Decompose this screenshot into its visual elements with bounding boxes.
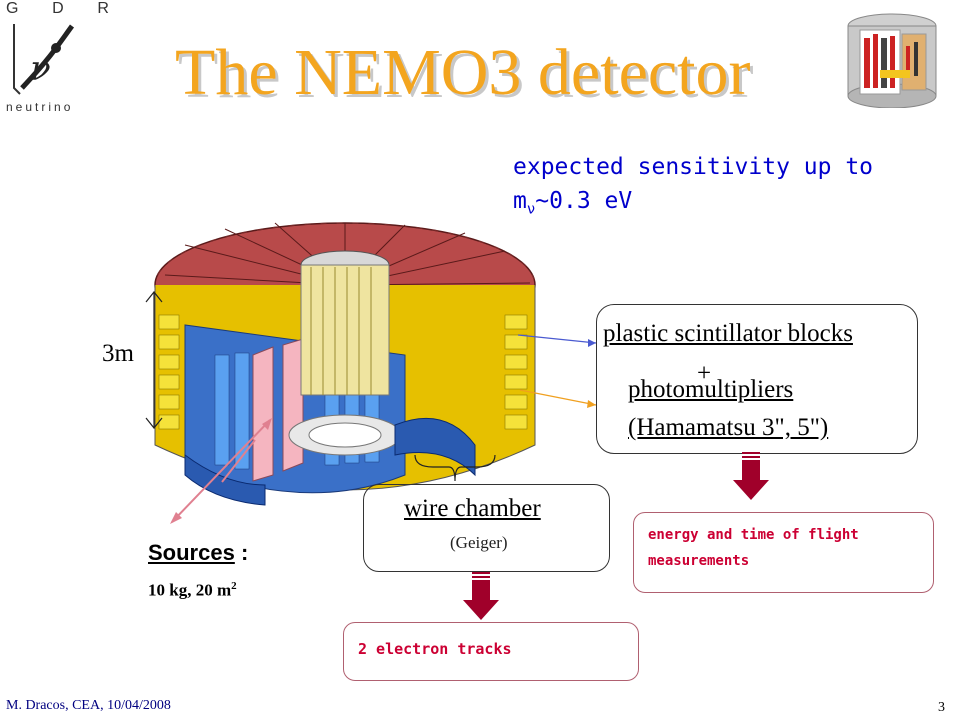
nemo3-detector-illustration <box>154 222 536 506</box>
wire-chamber-callout-box <box>363 484 610 572</box>
energy-result-text: energy and time of flight measurements <box>648 527 859 569</box>
page-title: The NEMO3 detector <box>175 36 751 109</box>
photomultipliers-label: photomultipliers <box>628 376 794 403</box>
sources-label: Sources : <box>148 540 248 566</box>
plus-sign: + <box>697 360 712 387</box>
logo-word: neutrino <box>6 100 74 114</box>
sensitivity-prefix: m <box>513 188 527 214</box>
sensitivity-statement: expected sensitivity up to mν~0.3 eV <box>513 150 873 227</box>
sensitivity-suffix: ~0.3 eV <box>535 188 633 214</box>
wire-chamber-label: wire chamber <box>404 495 541 522</box>
logo-letters: G D R <box>6 0 110 18</box>
sources-detail: 10 kg, 20 m2 <box>148 580 237 601</box>
sensitivity-subscript: ν <box>526 201 536 218</box>
logo-emblem-icon: ν <box>13 24 75 95</box>
wire-chamber-sub-label: (Geiger) <box>450 533 508 552</box>
footer-author: M. Dracos, CEA, 10/04/2008 <box>6 698 171 713</box>
sources-detail-sup: 2 <box>231 580 237 592</box>
sensitivity-line1: expected sensitivity up to <box>513 154 874 180</box>
detector-thumbnail-illustration <box>847 13 937 108</box>
down-arrow-icon <box>463 572 499 620</box>
logo-letter-r: R <box>97 0 110 17</box>
logo-letter-g: G <box>6 0 20 17</box>
wire-chamber-brace-icon <box>414 454 496 482</box>
sensitivity-line2: mν~0.3 eV <box>513 184 873 227</box>
page-number: 3 <box>938 700 945 715</box>
sources-label-text: Sources <box>148 540 235 565</box>
down-arrow-icon <box>733 452 769 500</box>
gdr-neutrino-logo: G D R ν neutrino <box>0 0 116 118</box>
sources-label-colon: : <box>234 540 249 565</box>
logo-letter-d: D <box>52 0 65 17</box>
sources-detail-text: 10 kg, 20 m <box>148 580 232 600</box>
energy-result-box <box>633 512 934 593</box>
height-dimension-arrow-icon <box>145 291 163 429</box>
tracks-result-box <box>343 622 639 681</box>
height-dimension-label: 3m <box>102 340 134 367</box>
logo-nu-symbol: ν <box>30 49 51 89</box>
scintillator-label: plastic scintillator blocks <box>603 320 853 347</box>
photomultipliers-detail: (Hamamatsu 3", 5") <box>628 414 829 441</box>
tracks-result-text: 2 electron tracks <box>358 640 512 658</box>
